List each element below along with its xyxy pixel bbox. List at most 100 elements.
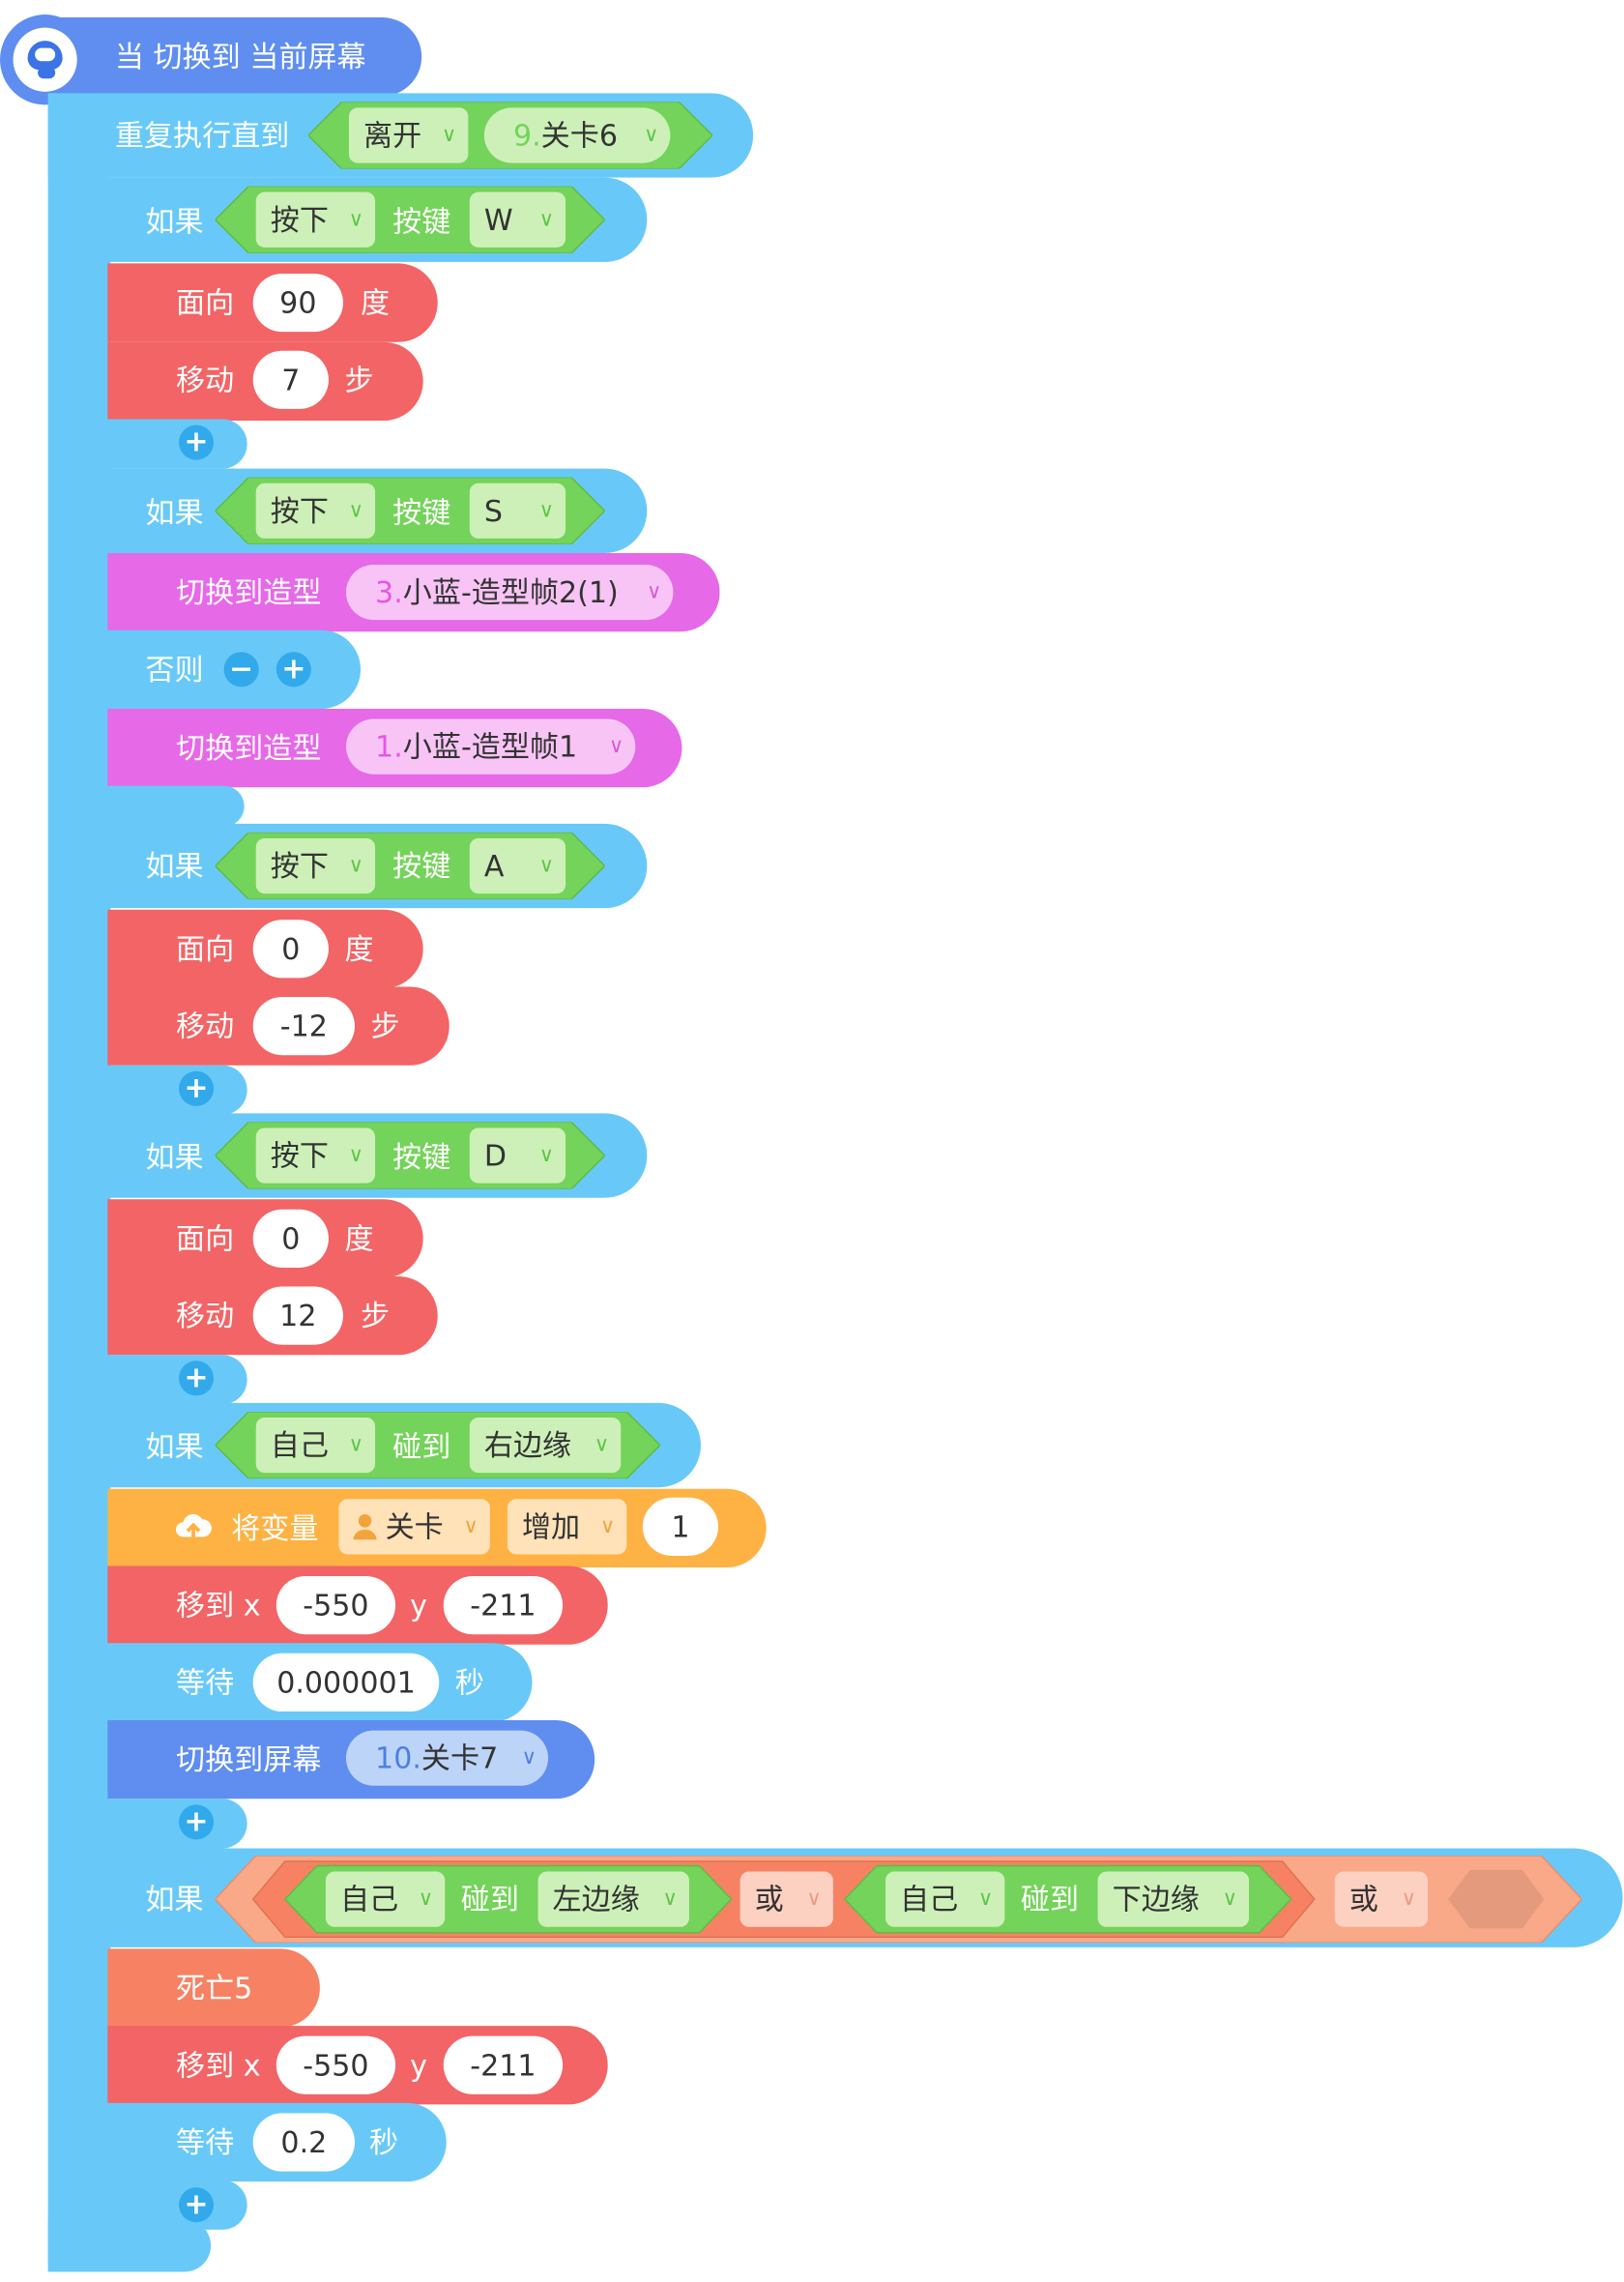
press-dropdown[interactable]: 按下∨ — [255, 837, 376, 894]
chevron-down-icon: ∨ — [1222, 1887, 1237, 1912]
costume-dropdown-1[interactable]: 3.小蓝-造型帧2(1)∨ — [345, 564, 674, 621]
chevron-down-icon: ∨ — [348, 208, 364, 232]
press-dropdown[interactable]: 按下∨ — [255, 1127, 376, 1184]
face-label: 面向 — [175, 931, 235, 967]
face-unit: 度 — [344, 1220, 374, 1256]
subject-dropdown-2[interactable]: 自己∨ — [884, 1871, 1005, 1927]
main-spine — [47, 58, 80, 2270]
if-d-label: 如果 — [145, 1139, 204, 1175]
if-right-label: 如果 — [145, 1429, 204, 1465]
else-block[interactable] — [75, 629, 362, 709]
minus-icon[interactable]: − — [223, 652, 259, 688]
plus-icon[interactable]: + — [179, 1070, 215, 1106]
if-a-footer — [75, 1065, 247, 1115]
goto-y-input[interactable]: -211 — [443, 2035, 564, 2094]
death-block[interactable] — [107, 1948, 320, 2028]
if-right-footer — [75, 1799, 247, 1849]
face-unit: 度 — [361, 284, 391, 321]
if-a-label: 如果 — [145, 848, 204, 884]
chevron-down-icon: ∨ — [1401, 1887, 1416, 1912]
variable-value-input[interactable]: 1 — [642, 1497, 719, 1556]
move-label: 移动 — [175, 1009, 235, 1044]
chevron-down-icon: ∨ — [662, 1887, 678, 1912]
move-unit: 步 — [361, 1298, 391, 1333]
key-dropdown-s[interactable]: S∨ — [469, 483, 566, 539]
level-dropdown[interactable]: 9.关卡6∨ — [483, 107, 671, 163]
if-left-arm — [75, 1940, 111, 2224]
variable-dropdown[interactable]: 关卡∨ — [338, 1499, 490, 1555]
goto-x-input[interactable]: -550 — [276, 1576, 396, 1635]
wait-label: 等待 — [175, 2124, 235, 2160]
operation-dropdown[interactable]: 增加∨ — [507, 1499, 627, 1555]
screen-dropdown[interactable]: 10.关卡7∨ — [345, 1730, 549, 1786]
goto-x-input[interactable]: -550 — [276, 2035, 396, 2094]
face-value-input[interactable]: 0 — [252, 1209, 329, 1268]
if-w-label: 如果 — [145, 203, 204, 239]
chevron-down-icon: ∨ — [608, 735, 624, 759]
edge-dropdown-left[interactable]: 左边缘∨ — [537, 1871, 689, 1927]
goto-y-input[interactable]: -211 — [443, 1576, 564, 1635]
empty-condition-slot[interactable] — [1447, 1870, 1549, 1928]
if-w-footer — [75, 419, 247, 469]
chevron-down-icon: ∨ — [643, 123, 659, 148]
else-label: 否则 — [145, 652, 204, 688]
press-dropdown[interactable]: 按下∨ — [255, 483, 376, 539]
wait-value-input[interactable]: 0.000001 — [252, 1653, 440, 1712]
wait-value-input[interactable]: 0.2 — [252, 2113, 356, 2172]
or-dropdown-1[interactable]: 或∨ — [740, 1871, 833, 1927]
chevron-down-icon: ∨ — [538, 854, 555, 878]
move-value-input[interactable]: 12 — [252, 1286, 343, 1345]
face-value-input[interactable]: 90 — [252, 273, 343, 333]
subject-dropdown[interactable]: 自己∨ — [255, 1417, 376, 1474]
chevron-down-icon: ∨ — [538, 208, 555, 232]
if-right-arm — [75, 1479, 111, 1852]
wait-unit: 秒 — [369, 2124, 399, 2160]
astronaut-icon — [0, 15, 91, 105]
chevron-down-icon: ∨ — [646, 580, 662, 604]
touch-label-1: 碰到 — [460, 1882, 519, 1917]
chevron-down-icon: ∨ — [806, 1887, 822, 1912]
face-unit: 度 — [344, 931, 374, 967]
chevron-down-icon: ∨ — [348, 499, 364, 523]
or-dropdown-2[interactable]: 或∨ — [1334, 1871, 1429, 1927]
subject-dropdown-1[interactable]: 自己∨ — [325, 1871, 446, 1927]
move-value-input[interactable]: -12 — [252, 996, 356, 1056]
leave-dropdown[interactable]: 离开∨ — [348, 107, 469, 163]
move-label: 移动 — [175, 1298, 235, 1333]
plus-icon[interactable]: + — [179, 2186, 215, 2223]
edge-dropdown-right[interactable]: 右边缘∨ — [469, 1417, 622, 1474]
death-label: 死亡5 — [175, 1970, 253, 2006]
if-s-label: 如果 — [145, 494, 204, 530]
hat-label: 当 切换到 当前屏幕 — [114, 39, 366, 74]
move-value-input[interactable]: 7 — [252, 350, 329, 409]
plus-icon[interactable]: + — [179, 424, 215, 460]
key-dropdown-a[interactable]: A∨ — [469, 837, 566, 894]
costume-dropdown-2[interactable]: 1.小蓝-造型帧1∨ — [345, 718, 636, 775]
key-dropdown-w[interactable]: W∨ — [469, 191, 566, 248]
goto-y-label: y — [410, 2047, 427, 2083]
plus-icon[interactable]: + — [179, 1360, 215, 1396]
chevron-down-icon: ∨ — [441, 123, 457, 148]
face-label: 面向 — [175, 284, 235, 321]
switch-costume-label: 切换到造型 — [175, 730, 322, 766]
switch-costume-label: 切换到造型 — [175, 574, 322, 610]
hat-block[interactable]: 当 切换到 当前屏幕 — [0, 15, 422, 105]
goto-y-label: y — [410, 1588, 427, 1624]
goto-x-label: 移到 x — [175, 2047, 261, 2083]
plus-icon[interactable]: + — [179, 1804, 215, 1840]
move-label: 移动 — [175, 362, 235, 397]
chevron-down-icon: ∨ — [599, 1514, 616, 1538]
plus-icon[interactable]: + — [276, 652, 311, 688]
switch-screen-label: 切换到屏幕 — [175, 1741, 322, 1777]
move-unit: 步 — [370, 1009, 400, 1044]
press-dropdown[interactable]: 按下∨ — [255, 191, 376, 248]
if-left-footer — [75, 2180, 247, 2230]
key-dropdown-d[interactable]: D∨ — [469, 1127, 566, 1184]
chevron-down-icon: ∨ — [348, 854, 364, 878]
cloud-upload-icon — [175, 1513, 212, 1540]
edge-dropdown-bottom[interactable]: 下边缘∨ — [1097, 1871, 1250, 1927]
if-d-footer — [75, 1355, 247, 1405]
touch-label: 碰到 — [392, 1429, 451, 1465]
face-value-input[interactable]: 0 — [252, 920, 329, 979]
